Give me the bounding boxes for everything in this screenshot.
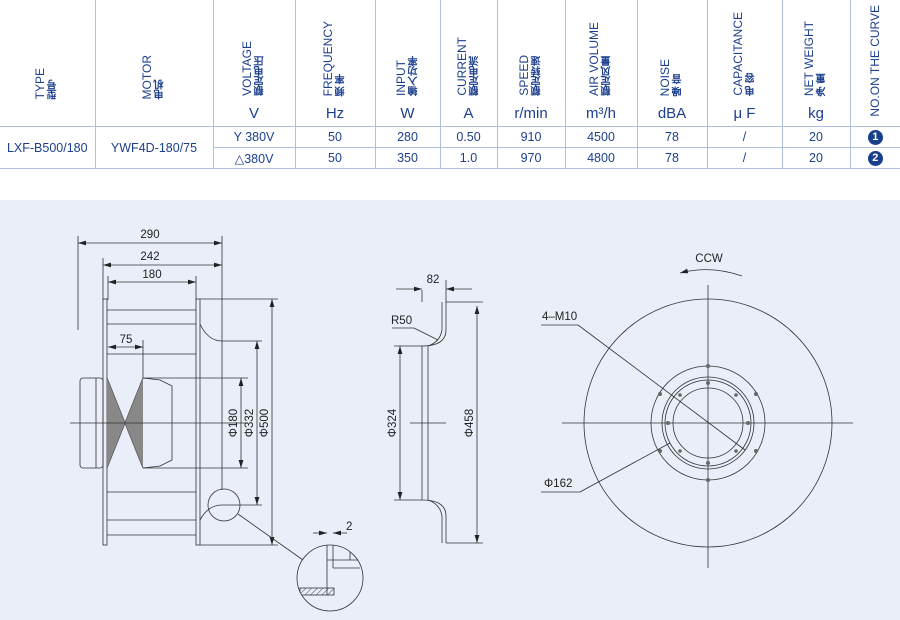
dim-2-label: 2 — [346, 521, 352, 533]
rotation-direction-label: CCW — [695, 253, 723, 265]
dia-324-label: Φ324 — [387, 408, 399, 437]
current-cell: 1.0 — [439, 147, 498, 169]
curve-cell: 2 — [849, 147, 900, 169]
dia-332-label: Φ332 — [244, 409, 256, 437]
bolt-holes — [658, 364, 758, 482]
dia-162-label: Φ162 — [544, 478, 572, 490]
table-row: LXF-B500/180 YWF4D-180/75 Y 380V 50 280 … — [0, 126, 900, 169]
dim-82-label: 82 — [427, 274, 440, 286]
noise-cell: 78 — [636, 147, 708, 169]
inlet-cone-view — [392, 280, 483, 544]
dim-75-label: 75 — [120, 334, 133, 346]
side-view — [70, 236, 364, 612]
technical-drawing-panel — [0, 200, 900, 620]
dim-290-label: 290 — [140, 229, 159, 241]
dia-180-label: Φ180 — [228, 409, 240, 437]
curve-number-badge: 1 — [867, 130, 883, 145]
curve-number-badge: 2 — [867, 151, 883, 166]
r50-label: R50 — [391, 315, 412, 327]
speed-cell: 970 — [496, 147, 566, 169]
frequency-cell: 50 — [294, 147, 376, 169]
motor-cell: YWF4D-180/75 — [94, 126, 214, 169]
bolt-spec-label: 4–M10 — [542, 311, 577, 323]
dim-242-label: 242 — [140, 251, 159, 263]
input-cell: 280 — [374, 126, 441, 148]
dia-458-label: Φ458 — [464, 409, 476, 437]
air-volume-cell: 4800 — [564, 147, 638, 169]
dia-500-label: Φ500 — [259, 409, 271, 437]
voltage-cell: △380V — [213, 147, 296, 169]
header-curve-no: NO.ON THE CURVE — [849, 0, 900, 127]
input-cell: 350 — [374, 147, 441, 169]
front-view — [541, 268, 853, 568]
dim-180-label: 180 — [142, 269, 161, 281]
detail-circle — [296, 544, 364, 612]
table-row: △380V 50 350 1.0 970 4800 78 / 20 2 — [0, 147, 900, 169]
